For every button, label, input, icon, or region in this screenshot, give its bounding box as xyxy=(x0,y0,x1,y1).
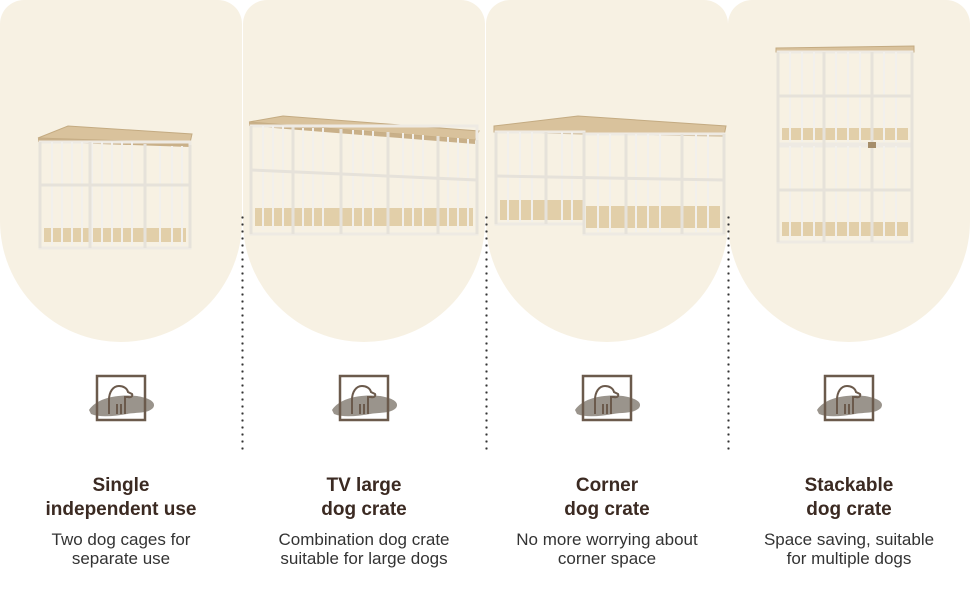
dog-in-crate-icon xyxy=(89,374,155,422)
stackable-crate-illustration xyxy=(775,45,915,244)
arch-background xyxy=(486,0,728,342)
dog-in-crate-icon xyxy=(817,374,883,422)
dotted-divider xyxy=(727,214,730,450)
dog-in-crate-icon xyxy=(575,374,641,422)
dotted-divider xyxy=(241,214,244,450)
single-crate-illustration xyxy=(37,125,193,250)
dotted-divider xyxy=(485,214,488,450)
corner-crate-illustration xyxy=(493,115,727,236)
dog-in-crate-icon xyxy=(332,374,398,422)
tv-crate-illustration xyxy=(248,115,480,236)
